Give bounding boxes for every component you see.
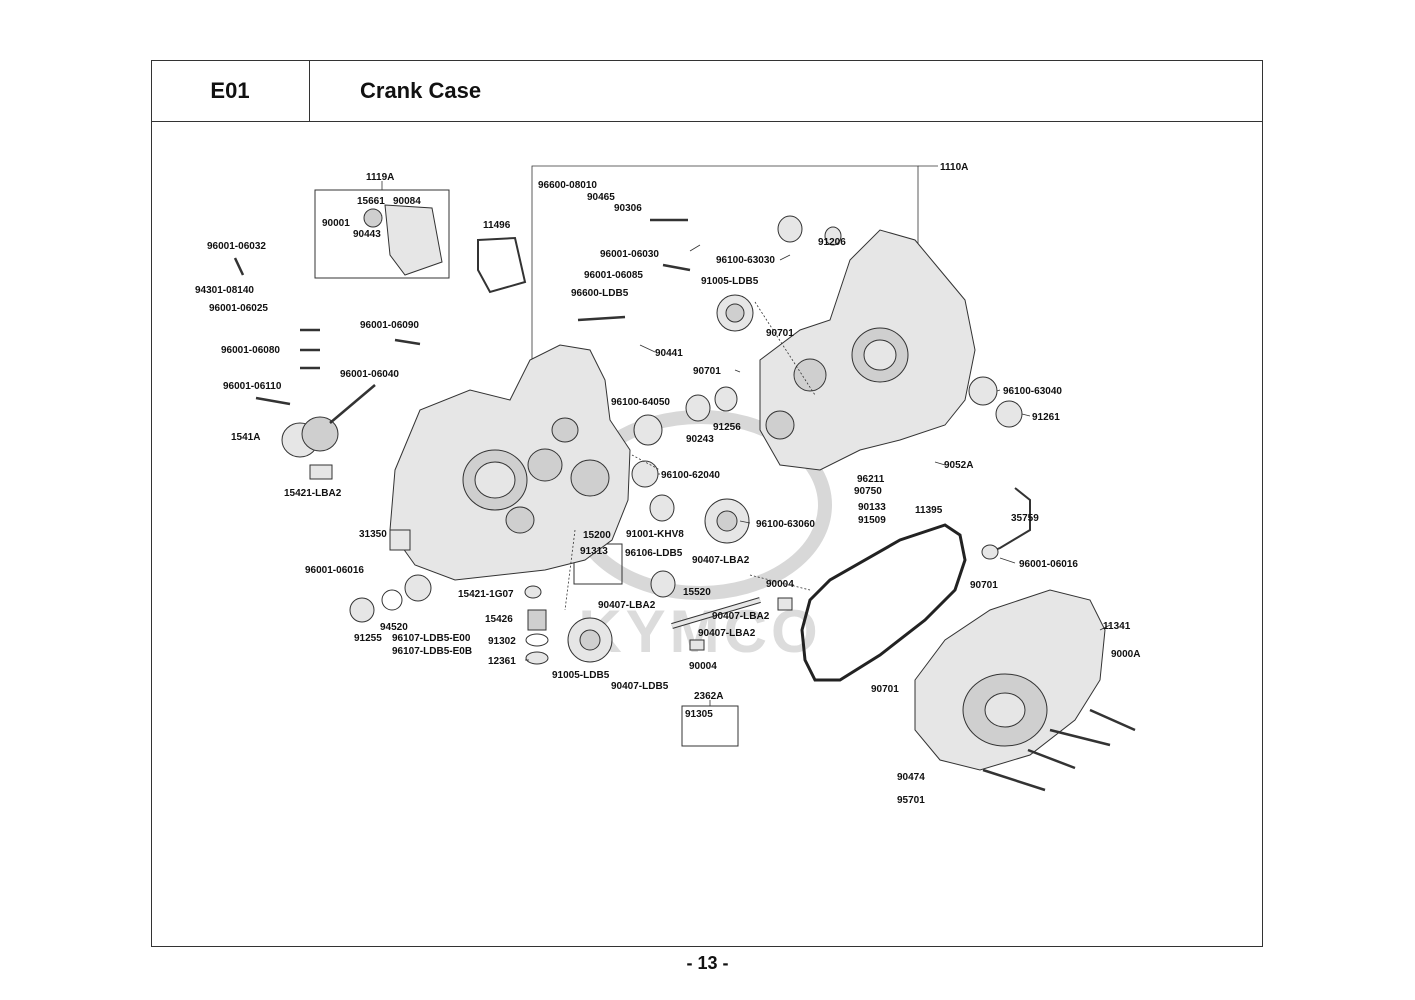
label-11341: 11341 <box>1103 621 1131 632</box>
label-96600-08010: 96600-08010 <box>538 180 597 191</box>
label-2362A: 2362A <box>694 691 723 702</box>
label-91256: 91256 <box>713 422 741 433</box>
label-90441: 90441 <box>655 348 683 359</box>
label-91001-KHV8: 91001-KHV8 <box>626 529 684 540</box>
label-96100-63040: 96100-63040 <box>1003 386 1062 397</box>
label-90407-LBA2-low: 90407-LBA2 <box>698 628 756 639</box>
label-90407-LDB5: 90407-LDB5 <box>611 681 669 692</box>
label-90243: 90243 <box>686 434 714 445</box>
label-96001-06090: 96001-06090 <box>360 320 419 331</box>
label-95701: 95701 <box>897 795 925 806</box>
label-96001-06016-right: 96001-06016 <box>1019 559 1078 570</box>
part-labels: 1119A 15661 90084 90001 90443 11496 9600… <box>195 162 1140 806</box>
label-96001-06032: 96001-06032 <box>207 241 266 252</box>
label-91206: 91206 <box>818 237 846 248</box>
label-90407-LBA2-top: 90407-LBA2 <box>692 555 750 566</box>
label-91261: 91261 <box>1032 412 1060 423</box>
label-90465: 90465 <box>587 192 615 203</box>
label-96001-06025: 96001-06025 <box>209 303 268 314</box>
label-90004-top: 90004 <box>766 579 794 590</box>
label-15200: 15200 <box>583 530 611 541</box>
diagram-frame <box>151 60 1263 947</box>
label-90701-a: 90701 <box>766 328 794 339</box>
label-11395: 11395 <box>915 505 943 516</box>
label-91005-LDB5-bottom: 91005-LDB5 <box>552 670 610 681</box>
label-15426: 15426 <box>485 614 513 625</box>
label-96001-06080: 96001-06080 <box>221 345 280 356</box>
label-90306: 90306 <box>614 203 642 214</box>
bracket-1110A <box>531 165 919 370</box>
label-96600-LDB5: 96600-LDB5 <box>571 288 629 299</box>
label-96100-63030: 96100-63030 <box>716 255 775 266</box>
section-title: Crank Case <box>360 78 482 103</box>
label-1541A: 1541A <box>231 432 260 443</box>
label-90001: 90001 <box>322 218 350 229</box>
label-91005-LDB5-top: 91005-LDB5 <box>701 276 759 287</box>
label-91313: 91313 <box>580 546 608 557</box>
label-90443: 90443 <box>353 229 381 240</box>
gasket-11395 <box>800 523 967 682</box>
label-96107-LDB5-E00: 96107-LDB5-E00 <box>392 633 471 644</box>
label-1119A: 1119A <box>366 172 394 183</box>
label-94301-08140: 94301-08140 <box>195 285 254 296</box>
label-9000A: 9000A <box>1111 649 1140 660</box>
label-96106-LDB5: 96106-LDB5 <box>625 548 683 559</box>
label-96001-06085: 96001-06085 <box>584 270 643 281</box>
label-96100-63060: 96100-63060 <box>756 519 815 530</box>
label-96001-06016-left: 96001-06016 <box>305 565 364 576</box>
bolts <box>233 218 1136 792</box>
label-91305: 91305 <box>685 709 713 720</box>
label-90750: 90750 <box>854 486 882 497</box>
label-96211: 96211 <box>857 474 885 485</box>
label-96001-06030: 96001-06030 <box>600 249 659 260</box>
label-91302: 91302 <box>488 636 516 647</box>
label-91255: 91255 <box>354 633 382 644</box>
label-15421-1G07: 15421-1G07 <box>458 589 514 600</box>
label-96100-64050: 96100-64050 <box>611 397 670 408</box>
label-90701-b: 90701 <box>693 366 721 377</box>
label-90701-c: 90701 <box>970 580 998 591</box>
label-94520: 94520 <box>380 622 408 633</box>
header-divider <box>310 121 1263 122</box>
label-11496: 11496 <box>483 220 511 231</box>
label-15661: 15661 <box>357 196 385 207</box>
label-15421-LBA2: 15421-LBA2 <box>284 488 342 499</box>
label-35759: 35759 <box>1011 513 1039 524</box>
label-31350: 31350 <box>359 529 387 540</box>
label-15520: 15520 <box>683 587 711 598</box>
label-90474: 90474 <box>897 772 925 783</box>
label-90084: 90084 <box>393 196 421 207</box>
page-number: - 13 - <box>686 953 729 973</box>
label-96107-LDB5-E0B: 96107-LDB5-E0B <box>392 646 472 657</box>
section-code: E01 <box>151 60 310 122</box>
label-90407-LBA2-left: 90407-LBA2 <box>598 600 656 611</box>
label-9052A: 9052A <box>944 460 973 471</box>
label-91509: 91509 <box>858 515 886 526</box>
label-1110A: 1110A <box>940 162 968 173</box>
label-90701-d: 90701 <box>871 684 899 695</box>
label-96100-62040: 96100-62040 <box>661 470 720 481</box>
label-90133: 90133 <box>858 502 886 513</box>
label-96001-06040: 96001-06040 <box>340 369 399 380</box>
label-96001-06110: 96001-06110 <box>223 381 282 392</box>
label-90407-LBA2-mid: 90407-LBA2 <box>712 611 770 622</box>
label-90004-bottom: 90004 <box>689 661 717 672</box>
label-12361: 12361 <box>488 656 516 667</box>
